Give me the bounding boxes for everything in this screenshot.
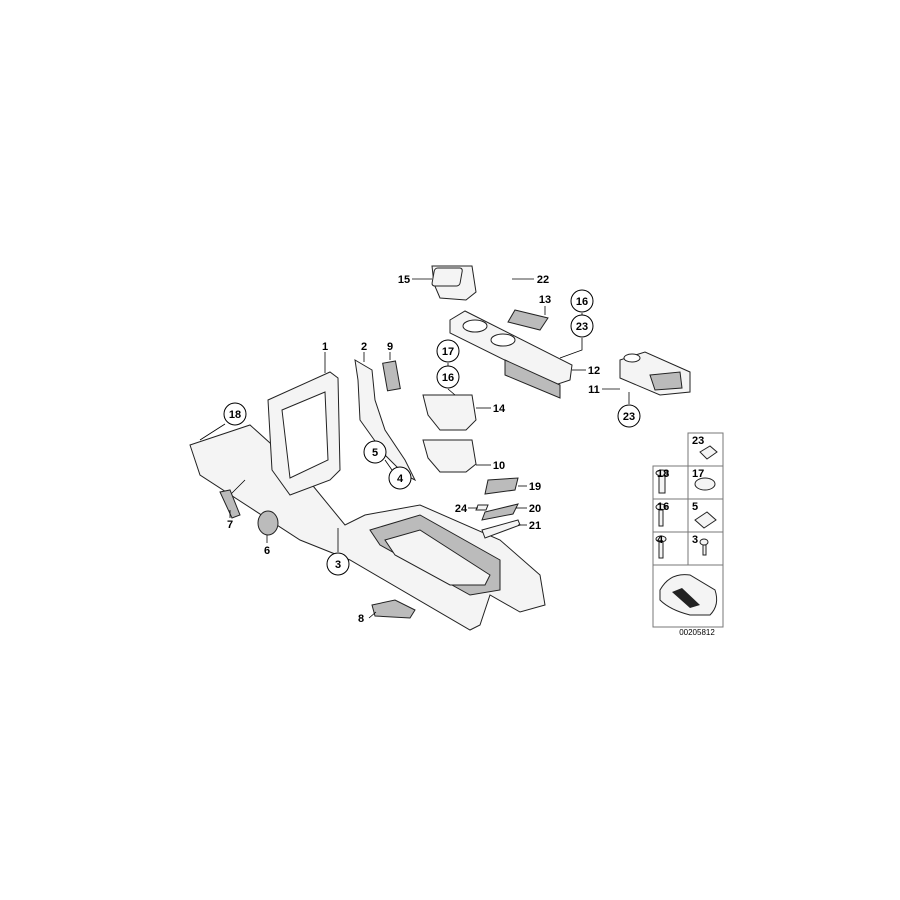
- legend-cell-number: 4: [657, 534, 664, 546]
- part-callout: 8: [358, 613, 364, 625]
- part-8: [371, 599, 416, 619]
- screw-icon: [655, 535, 667, 559]
- clip-nut-icon: [699, 445, 718, 460]
- part-7: [219, 489, 241, 519]
- part-callout: 4: [397, 473, 404, 485]
- part-callout: 23: [576, 321, 588, 333]
- legend-cell-number: 23: [692, 435, 704, 447]
- part-20: [481, 503, 519, 521]
- part-callout: 10: [493, 460, 505, 472]
- part-callout: 11: [588, 384, 600, 396]
- callout-circle: [436, 365, 460, 389]
- part-callout: 23: [623, 411, 635, 423]
- callout-circle: [223, 402, 247, 426]
- storage-tray-10: [422, 439, 477, 473]
- part-24: [475, 504, 489, 511]
- screw-icon: [655, 503, 667, 527]
- callout-circle: [436, 339, 460, 363]
- part-callout: 22: [537, 274, 549, 286]
- legend-cell-number: 18: [657, 468, 669, 480]
- part-callout: 13: [539, 294, 551, 306]
- callout-circle: [363, 440, 387, 464]
- front-frame-part: [267, 371, 341, 496]
- vehicle-location-icon: [659, 574, 718, 616]
- part-callout: 24: [455, 503, 468, 515]
- part-callout: 19: [529, 481, 541, 493]
- legend-cell-number: 5: [692, 501, 698, 513]
- part-callout: 15: [398, 274, 410, 286]
- part-callout: 6: [264, 545, 270, 557]
- part-callout: 17: [442, 346, 454, 358]
- part-callout: 16: [442, 372, 454, 384]
- part-callout: 14: [493, 403, 506, 415]
- part-callout: 2: [361, 341, 367, 353]
- part-callout: 20: [529, 503, 541, 515]
- part-19: [484, 477, 519, 495]
- screw-icon: [699, 538, 709, 556]
- part-callout: 21: [529, 520, 541, 532]
- cover-22: [431, 267, 463, 287]
- side-panel-part: [354, 359, 417, 482]
- hardware-legend-grid: [652, 432, 724, 628]
- clip-nut-icon: [694, 511, 717, 529]
- part-callout: 3: [335, 559, 341, 571]
- part-9: [382, 360, 401, 392]
- part-callout: 7: [227, 519, 233, 531]
- callout-circle: [570, 314, 594, 338]
- legend-cell-number: 17: [692, 468, 704, 480]
- part-callout: 18: [229, 409, 241, 421]
- part-callout: 12: [588, 365, 600, 377]
- cupholder-11: [619, 351, 691, 396]
- part-callout: 9: [387, 341, 393, 353]
- legend-cell-number: 3: [692, 534, 698, 546]
- part-callout: 5: [372, 447, 378, 459]
- callout-circle: [326, 552, 350, 576]
- part-callout: 16: [576, 296, 588, 308]
- screw-icon: [655, 469, 669, 494]
- part-21: [481, 519, 521, 539]
- cupholder-tray-12: [449, 310, 573, 399]
- callout-circle: [617, 404, 641, 428]
- callout-circle: [388, 466, 412, 490]
- part-6: [257, 510, 279, 536]
- storage-tray-14: [422, 394, 477, 431]
- figure-number: 00205812: [679, 628, 715, 637]
- leader-lines: [199, 278, 630, 619]
- callout-circle: [570, 289, 594, 313]
- cap-icon: [694, 477, 716, 491]
- cover-13: [507, 309, 549, 331]
- legend-cell-number: 16: [657, 501, 669, 513]
- part-callout: 1: [322, 341, 328, 353]
